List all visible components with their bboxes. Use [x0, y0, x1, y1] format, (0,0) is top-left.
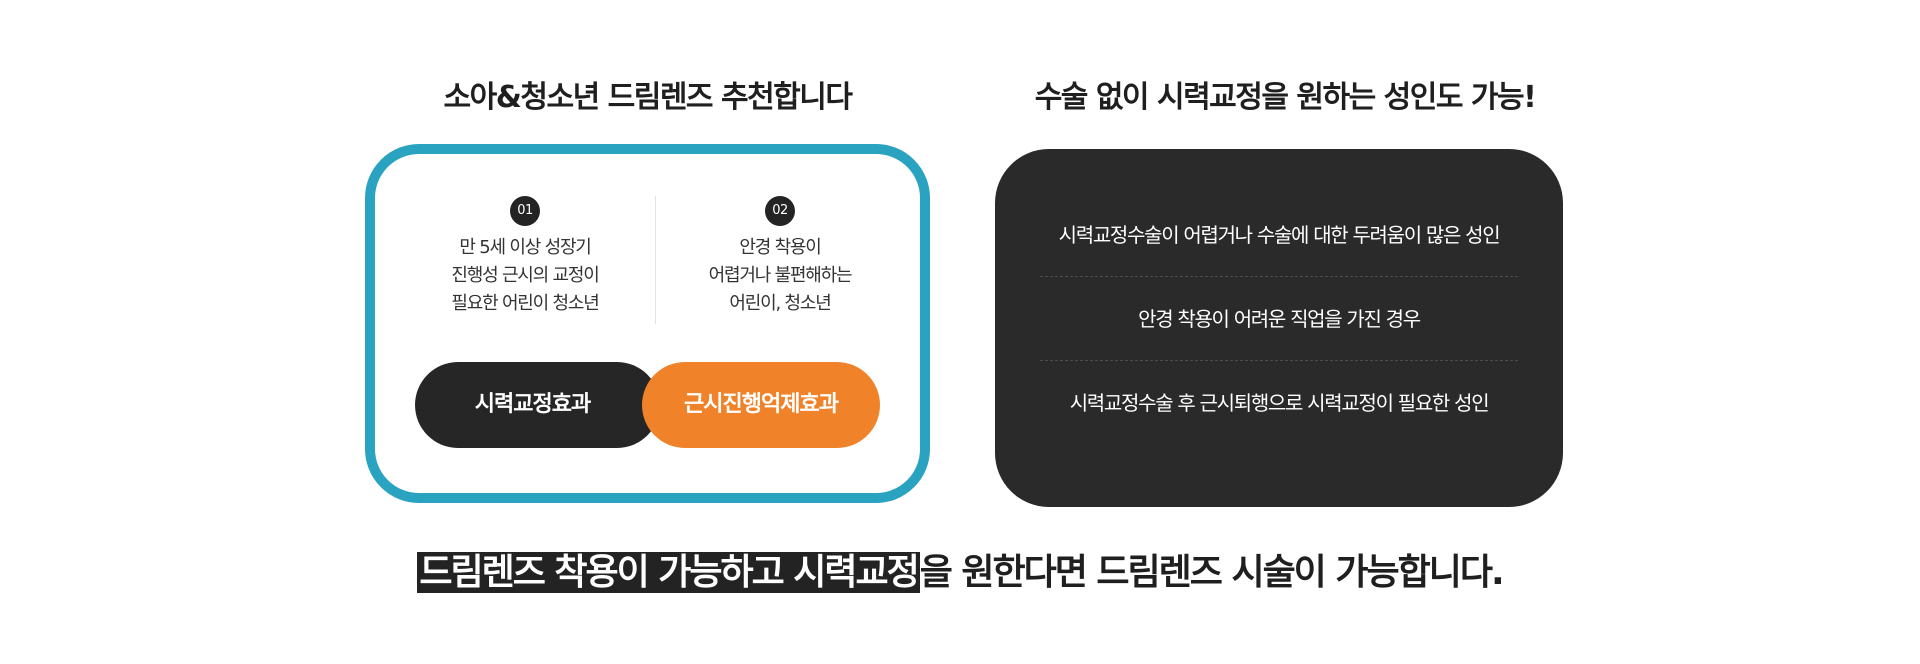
left-section-title: 소아&청소년 드림렌즈 추천합니다: [443, 80, 853, 115]
list-item: 시력교정수술이 어렵거나 수술에 대한 두려움이 많은 성인: [1058, 223, 1501, 247]
criteria-line: 만 5세 이상 성장기: [459, 237, 592, 258]
vision-correction-effect-button[interactable]: 시력교정효과: [415, 362, 660, 448]
list-item: 안경 착용이 어려운 직업을 가진 경우: [1138, 307, 1421, 331]
criteria-line: 필요한 어린이 청소년: [451, 293, 599, 314]
criteria-line: 안경 착용이: [739, 237, 822, 258]
right-section-title: 수술 없이 시력교정을 원하는 성인도 가능!: [1034, 80, 1537, 115]
column-divider: [655, 196, 656, 324]
criteria-line: 어린이, 청소년: [729, 293, 831, 314]
myopia-control-effect-button[interactable]: 근시진행억제효과: [642, 362, 880, 448]
adult-recommendation-card: 시력교정수술이 어렵거나 수술에 대한 두려움이 많은 성인 안경 착용이 어려…: [995, 149, 1563, 507]
criteria-column-2: 02 안경 착용이 어렵거나 불편해하는 어린이, 청소년: [660, 196, 900, 318]
number-badge: 01: [510, 196, 540, 226]
summary-highlight: 드림렌즈 착용이 가능하고 시력교정: [417, 552, 920, 593]
list-divider: [1040, 360, 1518, 361]
criteria-column-1: 01 만 5세 이상 성장기 진행성 근시의 교정이 필요한 어린이 청소년: [405, 196, 645, 318]
summary-rest: 을 원한다면 드림렌즈 시술이 가능합니다.: [919, 552, 1505, 593]
kids-recommendation-card: 01 만 5세 이상 성장기 진행성 근시의 교정이 필요한 어린이 청소년 0…: [365, 144, 930, 503]
summary-statement: 드림렌즈 착용이 가능하고 시력교정을 원한다면 드림렌즈 시술이 가능합니다.: [300, 548, 1620, 598]
criteria-line: 어렵거나 불편해하는: [708, 265, 853, 286]
criteria-line: 진행성 근시의 교정이: [451, 265, 599, 286]
list-item: 시력교정수술 후 근시퇴행으로 시력교정이 필요한 성인: [1069, 391, 1490, 415]
list-divider: [1040, 276, 1518, 277]
number-badge: 02: [765, 196, 795, 226]
